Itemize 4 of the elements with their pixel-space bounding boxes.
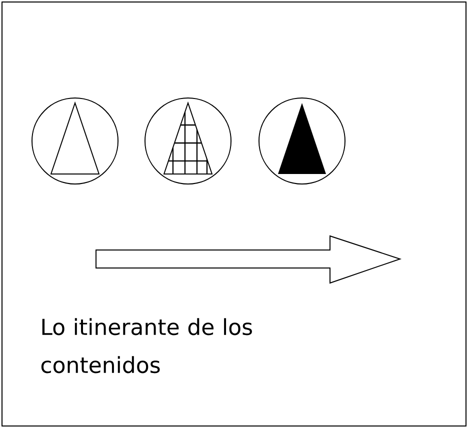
circle-symbol [32, 98, 118, 184]
caption-text: Lo itinerante de los contenidos [41, 318, 252, 374]
circle-symbol [258, 98, 346, 184]
circle-symbol [144, 98, 232, 184]
